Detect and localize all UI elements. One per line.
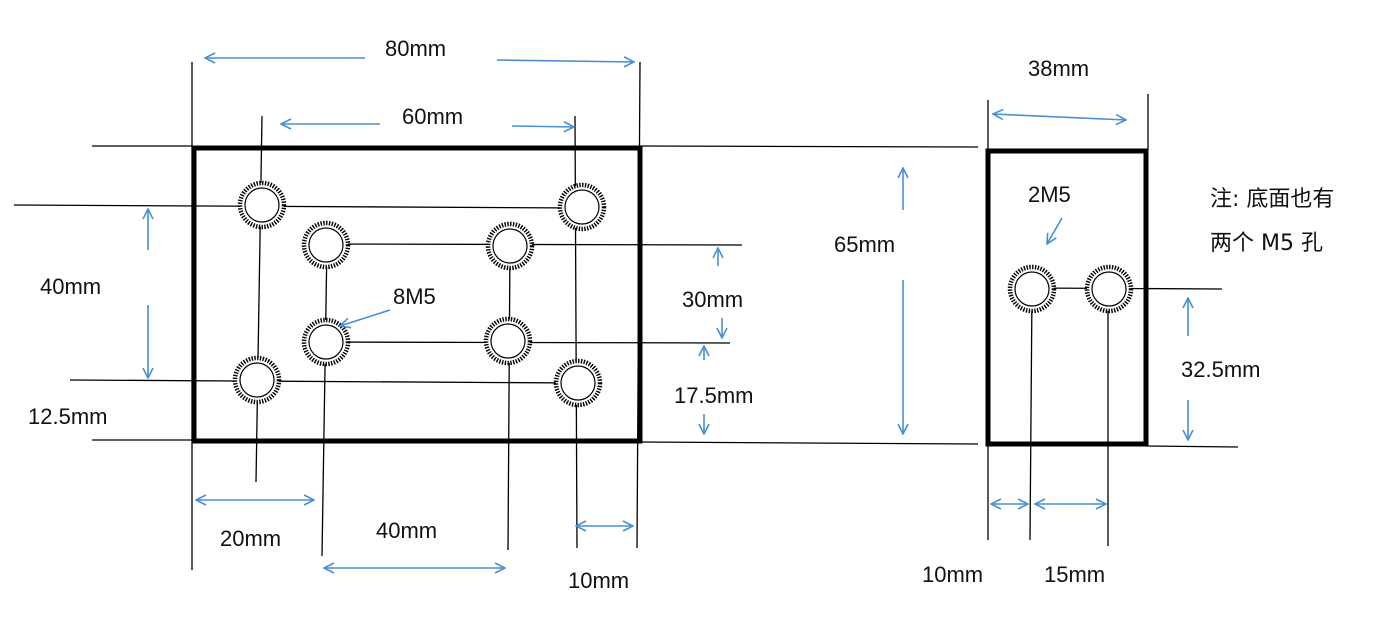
side-dimension-arrows: [991, 114, 1188, 504]
dim-label-inner-hole-vertical: 30mm: [682, 287, 743, 312]
note-line-1: 注: 底面也有: [1210, 187, 1334, 212]
dim-label-outer-hole-spacing: 60mm: [402, 104, 463, 129]
side-holes: [1007, 264, 1134, 314]
side-dimension-labels: 38mm 2M5 32.5mm 10mm 15mm: [922, 56, 1260, 587]
dim-label-left-to-inner-hole: 20mm: [220, 526, 281, 551]
side-body-outline: [985, 148, 1149, 447]
side-view: 38mm 2M5 32.5mm 10mm 15mm 注: 底面也有 两个 M5 …: [922, 56, 1334, 587]
front-dimension-labels: 80mm 60mm 40mm 8M5 30mm 17.5mm 12.5mm 20…: [28, 36, 895, 593]
hole: [301, 317, 351, 367]
thread-callout-2m5: 2M5: [1028, 182, 1071, 207]
note-line-2: 两个 M5 孔: [1210, 231, 1323, 256]
dim-label-height: 65mm: [834, 232, 895, 257]
front-dimension-arrows: [148, 58, 903, 568]
dim-label-bottom-to-inner-hole: 17.5mm: [674, 383, 753, 408]
dim-label-inner-hole-spacing: 40mm: [376, 518, 437, 543]
front-holes: [232, 180, 607, 408]
front-extension-lines: [13, 61, 979, 570]
dim-label-right-edge-offset: 10mm: [568, 568, 629, 593]
hole: [237, 180, 287, 230]
hole: [557, 182, 607, 232]
hole: [1007, 264, 1057, 314]
bottom-holes-note: 注: 底面也有 两个 M5 孔: [1210, 187, 1334, 256]
dim-label-outer-hole-vertical: 40mm: [40, 274, 101, 299]
hole: [483, 316, 533, 366]
hole: [485, 221, 535, 271]
side-extension-lines: [987, 94, 1239, 546]
hole: [553, 358, 603, 408]
dim-label-hole-height: 32.5mm: [1181, 357, 1260, 382]
dim-label-overall-width: 80mm: [385, 36, 446, 61]
dim-label-hole-spacing: 15mm: [1044, 562, 1105, 587]
thread-callout-8m5: 8M5: [393, 284, 436, 309]
hole: [232, 355, 282, 405]
front-body-outline: [191, 145, 643, 444]
front-view: 80mm 60mm 40mm 8M5 30mm 17.5mm 12.5mm 20…: [13, 36, 979, 593]
hole: [1084, 264, 1134, 314]
dim-label-side-width: 38mm: [1028, 56, 1089, 81]
dim-label-left-edge-offset: 10mm: [922, 562, 983, 587]
hole: [301, 220, 351, 270]
dim-label-bottom-to-outer-hole: 12.5mm: [28, 404, 107, 429]
